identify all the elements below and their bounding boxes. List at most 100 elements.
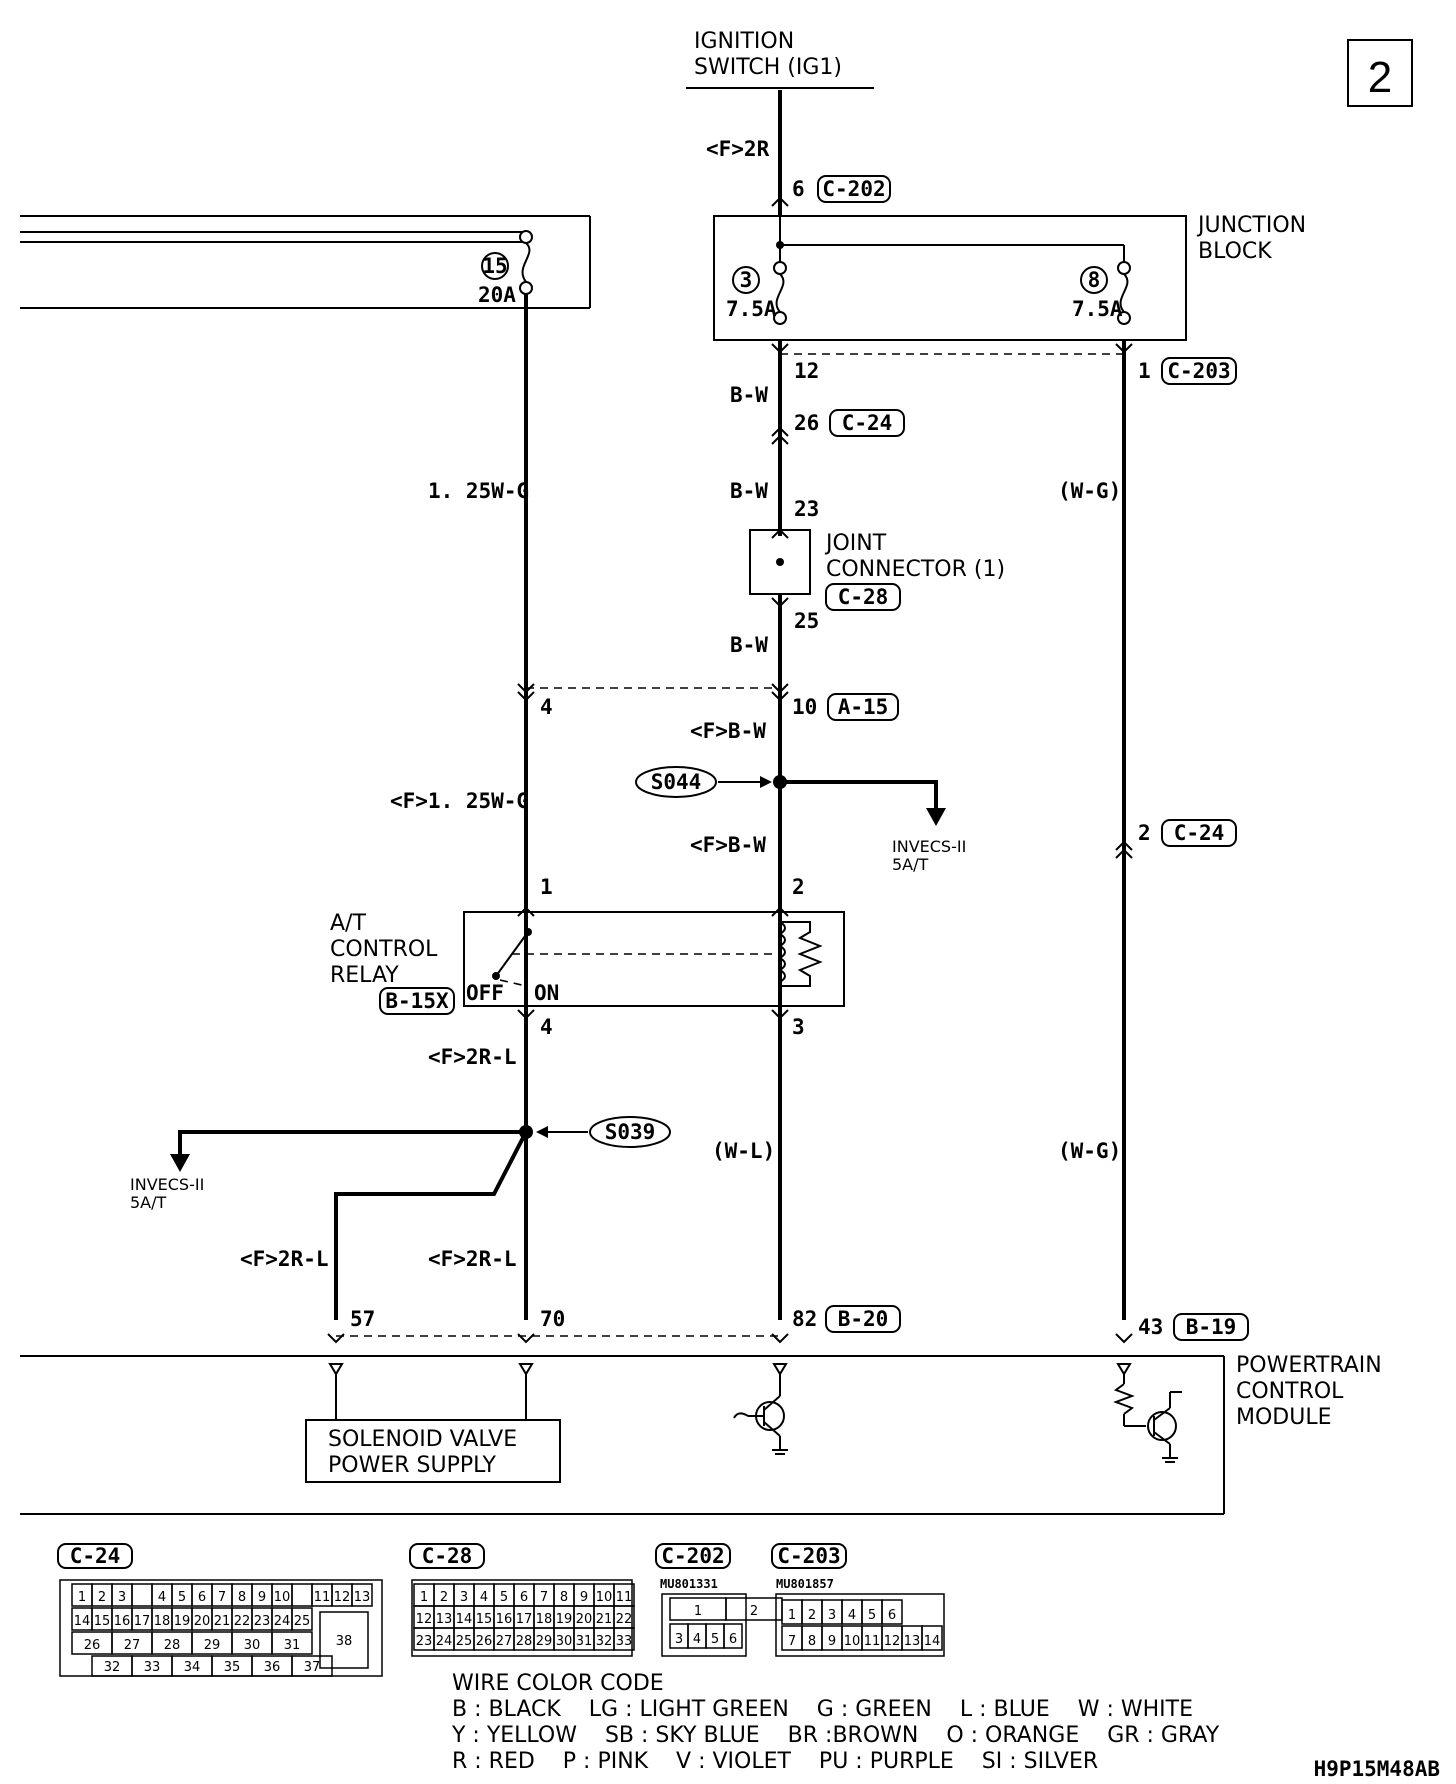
ignition-label-1: IGNITION bbox=[694, 29, 794, 54]
c24-pin-34: 34 bbox=[184, 1660, 201, 1675]
c203-pin-5: 5 bbox=[868, 1608, 876, 1623]
c24-pin-2: 2 bbox=[98, 1590, 106, 1605]
wire-invecs-left bbox=[178, 1130, 526, 1160]
relay-off: OFF bbox=[466, 981, 504, 1005]
pcm-label-3: MODULE bbox=[1236, 1405, 1332, 1430]
view-c202-badge bbox=[655, 1543, 731, 1569]
badge-b20 bbox=[825, 1305, 901, 1333]
c28-pin-1: 1 bbox=[420, 1590, 428, 1605]
wire-invecs-right bbox=[780, 780, 938, 814]
connector-mark-a15-right-1 bbox=[771, 683, 789, 694]
c24-cell bbox=[351, 1583, 373, 1607]
c203-pin-8: 8 bbox=[808, 1634, 816, 1649]
view-c203-title: C-203 bbox=[777, 1544, 840, 1568]
pin-a15-10: 10 bbox=[792, 695, 817, 719]
c24-pin-3: 3 bbox=[118, 1590, 126, 1605]
invecs-right-arrow bbox=[926, 808, 946, 826]
c24-pin-28: 28 bbox=[164, 1638, 181, 1653]
connector-mark-relay3 bbox=[771, 1009, 789, 1020]
c203-cell bbox=[881, 1599, 903, 1625]
c28-pin-11: 11 bbox=[616, 1590, 633, 1605]
fuse15-rating: 20A bbox=[478, 283, 516, 307]
view-c202-title: C-202 bbox=[661, 1544, 724, 1568]
c203-pin-10: 10 bbox=[844, 1634, 861, 1649]
c203-pin-14: 14 bbox=[924, 1634, 941, 1649]
relay-on-dash bbox=[499, 979, 527, 987]
c203-pin-6: 6 bbox=[888, 1608, 896, 1623]
view-c24-title: C-24 bbox=[70, 1544, 121, 1568]
c28-pin-27: 27 bbox=[496, 1634, 513, 1649]
c28-pin-15: 15 bbox=[476, 1612, 493, 1627]
pcm-label-1: POWERTRAIN bbox=[1236, 1353, 1382, 1378]
c24-pin-20: 20 bbox=[194, 1614, 211, 1629]
connector-b20: B-20 bbox=[838, 1307, 889, 1331]
c24-pin-6: 6 bbox=[198, 1590, 206, 1605]
c28-pin-5: 5 bbox=[500, 1590, 508, 1605]
wire-wg-2: (W-G) bbox=[1058, 1139, 1121, 1163]
c202-pin-3: 3 bbox=[675, 1632, 683, 1647]
c24-pin-4: 4 bbox=[158, 1590, 166, 1605]
wire-fbw-1: <F>B-W bbox=[690, 719, 766, 743]
s044-pointer-head bbox=[760, 776, 772, 788]
pin-jc-25: 25 bbox=[794, 609, 819, 633]
fuse3-rating: 7.5A bbox=[726, 297, 777, 321]
page-number: 2 bbox=[1368, 53, 1392, 102]
figure-code: H9P15M48AB bbox=[1314, 1757, 1440, 1781]
c24-pin-26: 26 bbox=[84, 1638, 101, 1653]
c203-cell bbox=[921, 1625, 943, 1651]
connector-a15: A-15 bbox=[838, 695, 889, 719]
invecs-left-arrow bbox=[170, 1154, 190, 1172]
joint-connector-label-1: JOINT bbox=[824, 531, 887, 556]
view-c28-badge bbox=[409, 1543, 485, 1569]
connector-b19: B-19 bbox=[1186, 1315, 1237, 1339]
badge-c203 bbox=[1161, 357, 1237, 385]
junction-block bbox=[713, 215, 1187, 341]
c24-pin-23: 23 bbox=[254, 1614, 271, 1629]
c24-pin-31: 31 bbox=[284, 1638, 301, 1653]
c24-pin-5: 5 bbox=[178, 1590, 186, 1605]
pcm-terminal-43 bbox=[1116, 1363, 1132, 1376]
connector-mark-relay1 bbox=[517, 906, 535, 917]
c203-pin-4: 4 bbox=[848, 1608, 856, 1623]
fuse8-element bbox=[1119, 273, 1129, 313]
pin-c24-2: 2 bbox=[1138, 821, 1151, 845]
fuse15-number: 15 bbox=[482, 254, 507, 278]
c28-pin-24: 24 bbox=[436, 1634, 453, 1649]
c28-pin-23: 23 bbox=[416, 1634, 433, 1649]
c28-pin-21: 21 bbox=[596, 1612, 613, 1627]
c24-pin-22: 22 bbox=[234, 1614, 251, 1629]
c203-pin-2: 2 bbox=[808, 1608, 816, 1623]
c203-pin-11: 11 bbox=[864, 1634, 881, 1649]
view-c24-badge bbox=[57, 1543, 133, 1569]
c24-pin-1: 1 bbox=[78, 1590, 86, 1605]
view-c203-badge bbox=[771, 1543, 847, 1569]
connector-c202: C-202 bbox=[822, 177, 885, 201]
c24-pin-15: 15 bbox=[94, 1614, 111, 1629]
c202-pin-1: 1 bbox=[694, 1604, 702, 1619]
invecs-left-label-1: INVECS-II bbox=[130, 1175, 204, 1194]
relay-label-3: RELAY bbox=[330, 963, 399, 988]
c24-big-cell bbox=[319, 1611, 369, 1669]
wire-125wg: 1. 25W-G bbox=[428, 479, 529, 503]
view-c202-part: MU801331 bbox=[660, 1577, 718, 1591]
fuse15-top-terminal bbox=[519, 230, 533, 244]
badge-c24-a bbox=[829, 409, 905, 437]
fuse8-number-circle bbox=[1080, 266, 1108, 294]
c28-pin-17: 17 bbox=[516, 1612, 533, 1627]
c202-pin-2: 2 bbox=[750, 1604, 758, 1619]
wire-bw-1: B-W bbox=[730, 383, 768, 407]
pin-c24-26: 26 bbox=[794, 411, 819, 435]
connector-c203: C-203 bbox=[1167, 359, 1230, 383]
pin-a15-4: 4 bbox=[540, 695, 553, 719]
c24-cell bbox=[291, 1583, 313, 1607]
wire-color-code-line2: Y : YELLOW SB : SKY BLUE BR :BROWN O : O… bbox=[451, 1723, 1220, 1748]
solenoid-label-2: POWER SUPPLY bbox=[328, 1453, 496, 1478]
c24-pin-9: 9 bbox=[258, 1590, 266, 1605]
c28-pin-26: 26 bbox=[476, 1634, 493, 1649]
fuse3-element bbox=[775, 273, 785, 313]
relay-label-1: A/T bbox=[330, 911, 366, 936]
joint-connector-label-2: CONNECTOR (1) bbox=[826, 557, 1005, 582]
fuse8-number: 8 bbox=[1088, 268, 1101, 292]
badge-b19 bbox=[1173, 1313, 1249, 1341]
